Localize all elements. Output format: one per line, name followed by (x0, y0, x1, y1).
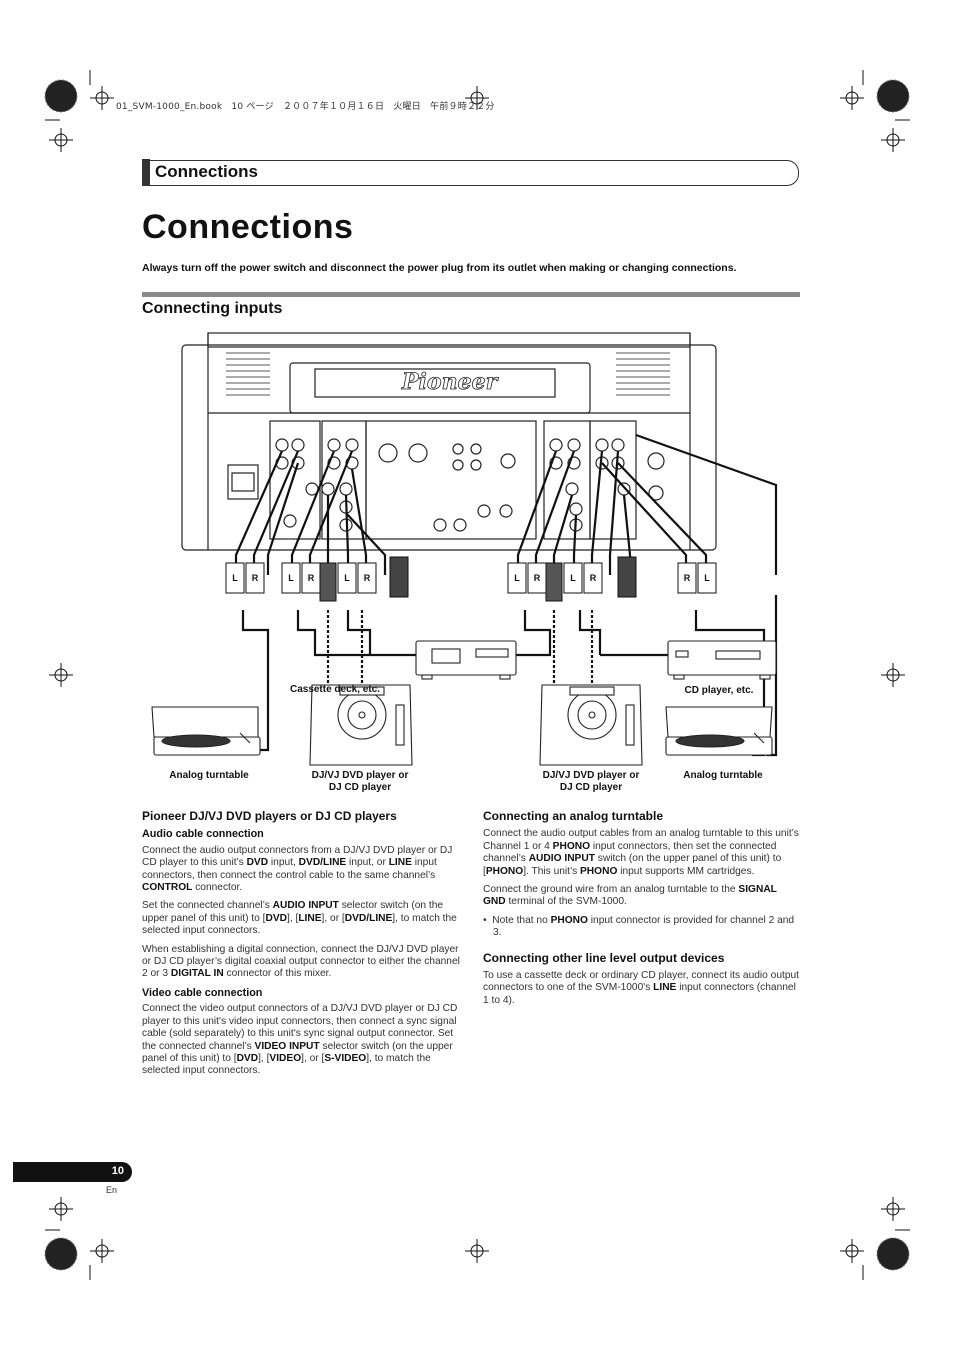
line-level-paragraph: To use a cassette deck or ordinary CD pl… (483, 970, 799, 1006)
video-cable-heading: Video cable connection (142, 986, 263, 999)
section-tab-marker (142, 159, 150, 185)
plug-label-left: L (232, 573, 238, 583)
plug-label-right: R (364, 573, 371, 583)
caption-cassette-deck: Cassette deck, etc. (289, 684, 381, 695)
caption-cd-player: CD player, etc. (684, 685, 754, 696)
section-rule (142, 292, 800, 297)
audio-paragraph-2: Set the connected channel’s AUDIO INPUT … (142, 900, 457, 937)
cassette-deck-icon (415, 640, 517, 680)
plug-label-left: L (704, 573, 710, 583)
dj-player-left-icon (309, 684, 413, 766)
crop-mark-icon (465, 1239, 489, 1263)
plug-label-left: L (570, 573, 576, 583)
turntable-right-icon (665, 706, 773, 756)
plug-label-left: L (288, 573, 294, 583)
rca-plugs (225, 556, 717, 602)
turntable-paragraph-1: Connect the audio output cables from an … (483, 828, 799, 877)
video-cables (326, 610, 594, 685)
crop-mark-icon (90, 86, 114, 110)
mixer-logo-recess (314, 368, 556, 398)
plug-label-right: R (534, 573, 541, 583)
registration-target-icon (44, 79, 78, 113)
crop-mark-icon (881, 1197, 905, 1221)
audio-paragraph-3: When establishing a digital connection, … (142, 943, 460, 980)
turntable-paragraph-2: Connect the ground wire from an analog t… (483, 884, 777, 908)
page-number: 10 (111, 1165, 124, 1177)
crop-mark-icon (49, 128, 73, 152)
registration-target-icon (876, 1237, 910, 1271)
vent-left (226, 352, 270, 396)
section-tab-title: Connections (155, 162, 258, 181)
subsection-title: Connecting inputs (142, 300, 283, 317)
line-level-heading: Connecting other line level output devic… (483, 950, 725, 965)
plug-label-left: L (514, 573, 520, 583)
connection-diagram: Pioneer (140, 325, 800, 800)
plug-label-right: R (308, 573, 315, 583)
connection-diagram-svg: Pioneer (151, 332, 778, 766)
plug-label-right: R (252, 573, 259, 583)
pioneer-logo: Pioneer (401, 369, 499, 395)
turntable-heading: Connecting an analog turntable (483, 809, 664, 823)
center-io-panel (365, 420, 537, 540)
crop-mark-icon (840, 1239, 864, 1263)
crop-mark-icon (840, 86, 864, 110)
page-language: En (106, 1185, 118, 1195)
power-warning: Always turn off the power switch and dis… (142, 262, 737, 274)
crop-mark-icon (881, 128, 905, 152)
print-header: 01_SVM-1000_En.book 10 ページ ２００７年１０月１６日 火… (116, 102, 495, 112)
mixer-rear-panel (181, 344, 717, 551)
ch4-input-panel (589, 420, 637, 540)
crop-mark-icon (49, 1197, 73, 1221)
plug-label-right: R (590, 573, 597, 583)
audio-paragraph-1: Connect the audio output connectors from… (142, 844, 453, 894)
power-inlet (227, 464, 259, 500)
turntable-note: • Note that no PHONO input connector is … (483, 914, 795, 939)
plug-label-left: L (344, 573, 350, 583)
left-column: Pioneer DJ/VJ DVD players or DJ CD playe… (142, 810, 460, 1084)
dj-players-heading: Pioneer DJ/VJ DVD players or DJ CD playe… (142, 809, 397, 823)
plug-label-right: R (684, 573, 691, 583)
audio-cable-heading: Audio cable connection (142, 828, 264, 841)
caption-turntable-left: Analog turntable (169, 770, 249, 781)
page-title: Connections (142, 208, 354, 246)
turntable-left-icon (151, 706, 261, 756)
registration-target-icon (44, 1237, 78, 1271)
page-number-pill (13, 1162, 132, 1182)
registration-target-icon (876, 79, 910, 113)
right-column: Connecting an analog turntable Connect t… (483, 810, 799, 1013)
cd-player-icon (667, 640, 777, 680)
dj-player-right-icon (539, 684, 643, 766)
section-tab-frame (142, 160, 799, 186)
caption-turntable-right: Analog turntable (683, 770, 763, 781)
vent-right (616, 352, 670, 396)
crop-mark-icon (90, 1239, 114, 1263)
crop-mark-icon (49, 663, 73, 687)
crop-mark-icon (881, 663, 905, 687)
video-paragraph-1: Connect the video output connectors of a… (142, 1003, 458, 1077)
ch3-input-panel (543, 420, 591, 540)
